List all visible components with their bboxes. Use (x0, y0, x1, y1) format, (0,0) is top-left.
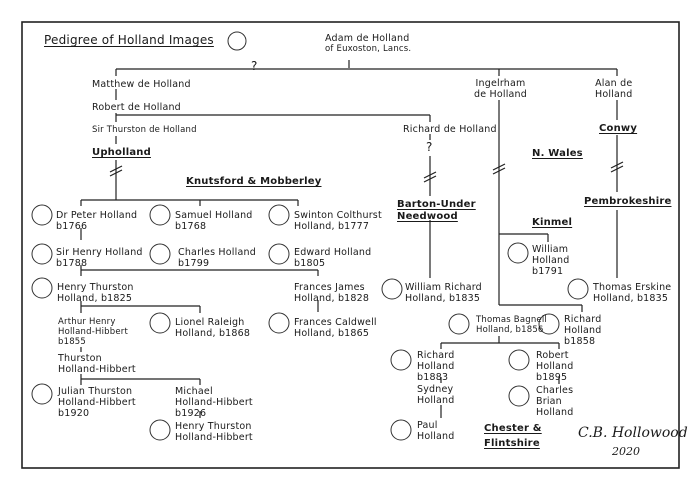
person-richard-de: Richard de Holland (403, 124, 497, 135)
photo-circle-thomas-erskine (567, 278, 589, 300)
photo-circle-frances-caldwell (268, 312, 290, 334)
photo-circle-william (507, 242, 529, 264)
person-robert: Robert de Holland (92, 102, 181, 113)
photo-circle-henry-thurston (31, 277, 53, 299)
frame-border (21, 21, 680, 469)
place-conwy: Conwy (599, 123, 638, 134)
photo-circle-richard-1858 (538, 313, 560, 335)
photo-circle-swinton (268, 204, 290, 226)
photo-circle-thomas-bagnell (448, 313, 470, 335)
page-title: Pedigree of Holland Images (44, 33, 214, 47)
root-place: of Euxoston, Lancs. (325, 44, 412, 54)
person-matthew: Matthew de Holland (92, 79, 191, 90)
place-upholland: Upholland (92, 147, 151, 158)
photo-circle-charles (149, 243, 171, 265)
photo-circle-paul (390, 419, 412, 441)
place-chester: Chester &Flintshire (484, 423, 542, 449)
unknown-mark: ? (251, 59, 258, 73)
photo-circle-henry-hh (149, 419, 171, 441)
unknown-mark-richard: ? (426, 140, 433, 154)
signature: C.B. Hollowood (578, 425, 688, 441)
person-sir-thurston: Sir Thurston de Holland (92, 125, 197, 135)
photo-circle-william-richard (381, 278, 403, 300)
photo-circle-robert-1895 (508, 349, 530, 371)
photo-circle-julian (31, 383, 53, 405)
root-name: Adam de Holland (325, 33, 410, 44)
photo-circle-peter (31, 204, 53, 226)
title-photo-circle (227, 31, 247, 51)
signature-year: 2020 (612, 445, 640, 458)
place-n-wales: N. Wales (532, 148, 583, 159)
photo-circle-lionel (149, 312, 171, 334)
place-pembrokeshire: Pembrokeshire (584, 196, 672, 207)
photo-circle-henry (31, 243, 53, 265)
photo-circle-samuel (149, 204, 171, 226)
photo-circle-richard-1883 (390, 349, 412, 371)
place-knutsford: Knutsford & Mobberley (186, 176, 322, 187)
photo-circle-edward (268, 243, 290, 265)
photo-circle-charles-brian (508, 385, 530, 407)
place-kinmel: Kinmel (532, 217, 573, 228)
